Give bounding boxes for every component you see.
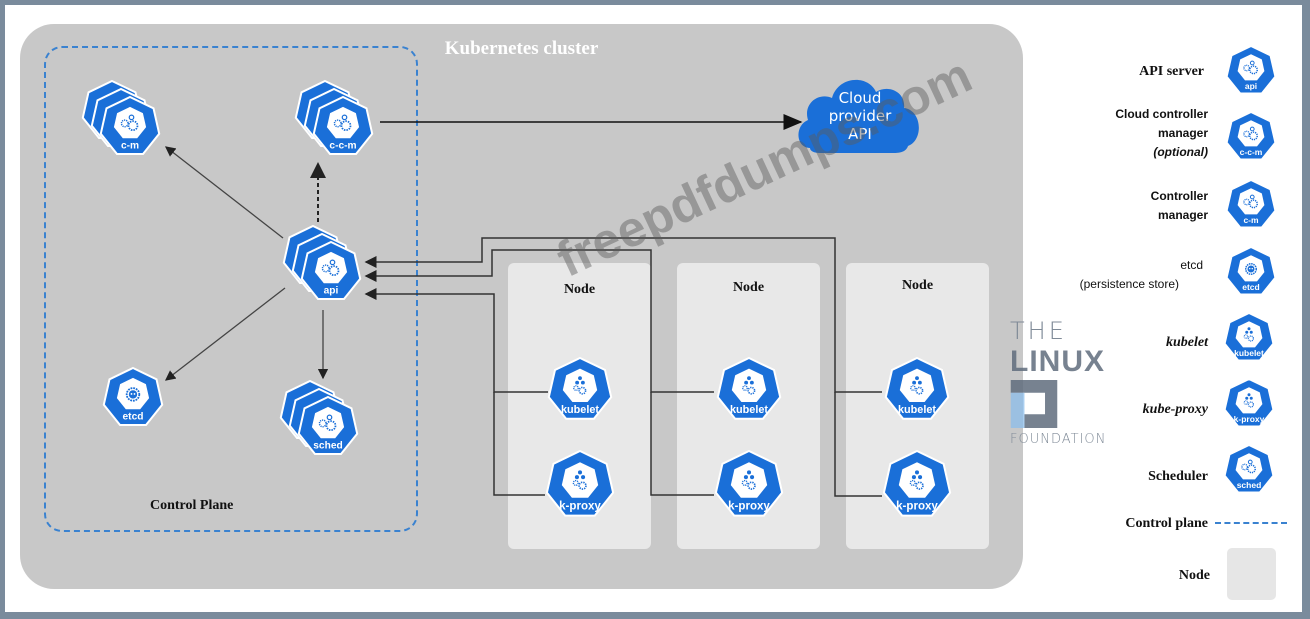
icon-label-text: sched [1237,480,1262,490]
kubelet-icon: kubelet [882,355,956,434]
legend-etcd-line2: (persistence store) [1079,277,1179,291]
linux-foundation-logo-mark [1010,380,1058,428]
cloud-line-1: Cloud [838,89,882,107]
icon-label-text: k-proxy [728,500,770,512]
legend-kubelet-icon: kubelet [1221,310,1281,375]
legend-cm-label: Controller manager [1090,187,1208,225]
legend-api-server-icon: api [1223,43,1283,108]
icon-label-text: c-c-m [329,141,356,152]
api-server-icon: api [280,223,368,316]
arrow-api-to-cm [164,146,284,239]
arrow-api-to-etcd [164,287,286,381]
icon-label-text: etcd [1242,282,1259,292]
kubelet-icon: kubelet [545,355,619,434]
kube-proxy-icon: k-proxy [712,448,790,531]
wire-node2-proxy [650,392,714,496]
kubelet-icon: kubelet [714,355,788,434]
cloud-controller-manager-icon: c-c-m [292,78,380,171]
icon-label-text: kubelet [561,404,599,416]
icon-label-text: k-proxy [896,500,938,512]
cloud-provider-shape [798,79,919,153]
icon-label-text: c-m [1243,215,1259,225]
legend-control-plane-dash [1215,522,1287,524]
legend-node-label: Node [1178,568,1210,583]
icon-label-text: etcd [123,412,144,423]
wire-node3-proxy [834,392,882,497]
legend-cloud-controller-manager-icon: c-c-m [1223,109,1283,174]
legend-ccm-line1: Cloud controller [1115,107,1208,121]
legend-api-server-label: API server [1139,64,1204,79]
scheduler-icon: sched [277,378,365,471]
legend-etcd-line1: etcd [1180,258,1203,272]
watermark-foundation: FOUNDATION [1010,432,1107,447]
cloud-line-3: API [848,125,872,143]
cloud-line-2: provider [828,107,892,125]
legend-controller-manager-icon: c-m [1223,177,1283,242]
legend-ccm-line3: (optional) [1153,145,1208,159]
kube-proxy-icon: k-proxy [543,448,621,531]
wire-node1-to-api [364,288,548,393]
icon-label-text: c-c-m [1240,147,1263,157]
legend-scheduler-icon: sched [1221,442,1281,507]
etcd-icon: etcd [100,365,170,440]
wire-node1-proxy [493,392,545,496]
icon-label-text: api [324,286,339,297]
legend-ccm-line2: manager [1157,126,1208,140]
wire-node2-to-api [364,249,714,393]
icon-label-text: k-proxy [559,500,601,512]
watermark-linux: LINUX [1010,345,1105,378]
legend-control-plane-label: Control plane [1125,516,1208,531]
legend-etcd-label: etcd (persistence store) [1060,256,1205,294]
controller-manager-icon: c-m [79,78,167,171]
icon-label-text: sched [313,441,342,452]
legend-kube-proxy-icon: k-proxy [1221,376,1281,441]
icon-label-text: kubelet [898,404,936,416]
legend-etcd-icon: etcd [1223,244,1283,309]
control-plane-label: Control Plane [150,498,234,513]
node-title: Node [901,278,934,293]
legend-scheduler-label: Scheduler [1148,469,1208,484]
watermark-the: THE [1010,317,1067,345]
node-title: Node [563,282,596,297]
node-title: Node [732,280,765,295]
kube-proxy-icon: k-proxy [880,448,958,531]
wire-node3-to-api [364,237,882,393]
icon-label-text: k-proxy [1234,414,1265,424]
icon-label-text: c-m [121,141,139,152]
cloud-provider-api: Cloud provider API [812,89,908,143]
icon-label-text: api [1245,81,1257,91]
legend-kube-proxy-label: kube-proxy [1142,402,1208,417]
legend-kubelet-label: kubelet [1166,335,1208,350]
icon-label-text: kubelet [1234,348,1264,358]
control-plane-box [44,46,418,532]
legend-ccm-label: Cloud controller manager (optional) [1070,105,1208,162]
icon-label-text: kubelet [730,404,768,416]
legend-cm-line1: Controller [1150,189,1208,203]
legend-cm-line2: manager [1157,208,1208,222]
legend-node-swatch [1227,548,1276,600]
cluster-title: Kubernetes cluster [444,38,599,59]
